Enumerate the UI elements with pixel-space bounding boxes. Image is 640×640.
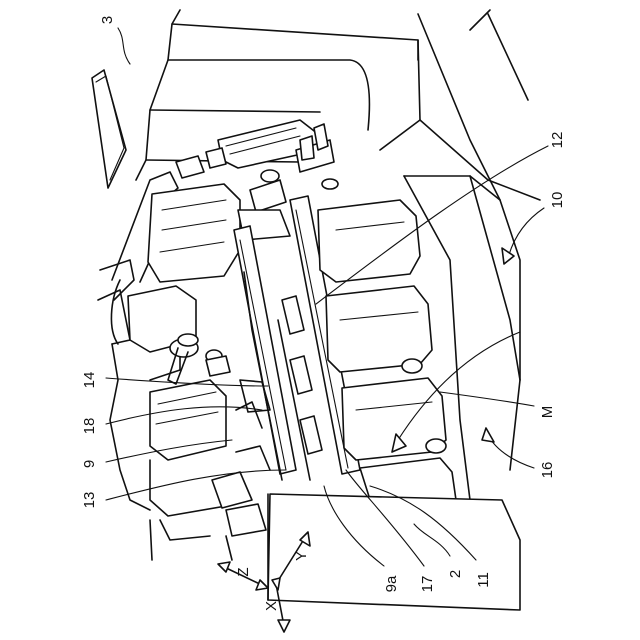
cowl-window [92,70,126,188]
label-14: 14 [81,372,98,389]
label-17: 17 [419,576,436,593]
intake-manifold [176,120,334,178]
label-13: 13 [81,492,98,509]
label-16: 16 [539,462,556,479]
label-10: 10 [549,192,566,209]
axis-label-y: Y [293,551,310,561]
front-left-parts [150,446,270,560]
label-2: 2 [447,570,464,578]
label-12: 12 [549,132,566,149]
label-11: 11 [475,572,492,588]
label-9: 9 [81,460,98,468]
label-9a: 9a [383,575,400,592]
label-M: M [539,406,556,419]
axis-label-z: Z [235,567,252,576]
axis-label-x: X [263,601,280,611]
label-3: 3 [99,16,116,24]
label-18: 18 [81,418,98,435]
